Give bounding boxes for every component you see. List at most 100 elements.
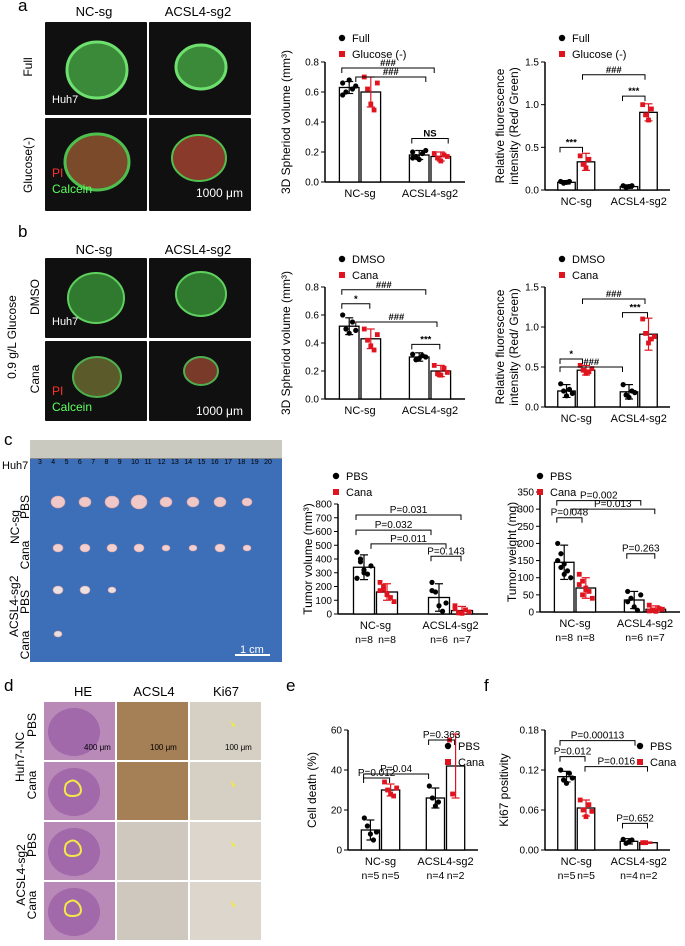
data-point [563, 780, 570, 786]
data-point [381, 584, 386, 589]
data-point [586, 369, 592, 375]
data-point [632, 390, 638, 396]
a-col-header-2: ACSL4-sg2 [164, 4, 232, 19]
data-point [577, 363, 583, 368]
data-point [367, 831, 373, 837]
data-point [555, 557, 561, 564]
tumor-specimen [241, 497, 253, 507]
significance-bracket [428, 739, 456, 745]
data-point [361, 326, 367, 332]
data-point [371, 347, 377, 353]
n-label: n=8 [355, 634, 373, 646]
a-micro-full-nc [45, 22, 147, 115]
panel-a-label: a [18, 0, 28, 15]
data-point [452, 603, 458, 609]
data-point [441, 152, 447, 158]
data-point [576, 582, 582, 587]
data-point [364, 823, 370, 829]
significance-label: P=0.031 [390, 505, 428, 516]
data-point [646, 117, 651, 123]
y-tick-label: 250 [517, 522, 534, 533]
data-point [580, 367, 586, 373]
data-point [365, 86, 370, 92]
n-label: n=5 [382, 870, 400, 882]
significance-bracket [559, 358, 583, 364]
data-point [436, 603, 442, 609]
data-point [452, 606, 458, 611]
b-micro-cana-nc [45, 341, 147, 421]
x-tick-label: NC-sg [559, 618, 590, 630]
y-tick-label: 400 [315, 555, 332, 566]
histology-tile [44, 822, 115, 880]
histology-tile [117, 762, 188, 820]
data-point [429, 795, 435, 801]
a-row-label-full: Full [21, 57, 35, 77]
data-point [391, 599, 397, 605]
chart-b-volume: 0.00.20.40.60.83D Spheriod volume (mm³)N… [279, 254, 465, 417]
data-point [555, 540, 561, 547]
significance-bracket [622, 95, 646, 102]
ruler-number: 11 [144, 459, 152, 466]
data-point [391, 793, 397, 799]
ruler-number: 16 [210, 459, 219, 466]
data-point [410, 149, 416, 155]
significance-bracket [556, 517, 583, 523]
ruler-number: 4 [51, 459, 56, 466]
tumor-specimen [106, 543, 118, 553]
x-tick-label: ACSL4-sg2 [422, 620, 478, 632]
data-point [625, 599, 631, 605]
data-point [586, 802, 592, 808]
y-axis-label: Tumor weight (mg) [505, 502, 519, 602]
ruler-number: 12 [157, 459, 166, 466]
data-point [566, 770, 573, 776]
significance-label: NS [423, 129, 436, 140]
tumor-specimen [79, 585, 91, 595]
d-scale-ki67: 100 μm [225, 743, 252, 752]
a-stain-calcein: Calcein [52, 182, 93, 196]
data-point [646, 608, 652, 614]
n-label: n=5 [558, 870, 576, 882]
data-point [649, 336, 654, 342]
significance-label: * [354, 294, 358, 305]
y-tick-label: 0.18 [520, 726, 540, 737]
significance-label: ### [606, 65, 623, 76]
data-point [370, 837, 377, 843]
x-tick-label: ACSL4-sg2 [402, 188, 458, 200]
significance-label: * [569, 349, 573, 360]
d-row-label-pbs-2: PBS [25, 833, 39, 858]
bar [408, 356, 430, 400]
y-tick-label: 600 [315, 527, 332, 538]
legend-label: DMSO [352, 254, 385, 266]
data-point [444, 154, 450, 159]
a-micro-glu-acsl4 [149, 118, 251, 211]
n-label: n=5 [577, 870, 595, 882]
significance-label: P=0.048 [551, 508, 589, 519]
b-row-label-cana: Cana [28, 364, 42, 394]
y-tick-label: 200 [315, 582, 332, 593]
data-point [432, 803, 438, 809]
data-point [577, 797, 583, 803]
data-point [568, 575, 574, 581]
significance-label: P=0.652 [616, 813, 654, 824]
data-point [450, 791, 455, 797]
data-point [438, 372, 444, 378]
legend-label: Glucose (-) [352, 49, 406, 61]
legend-marker [445, 759, 451, 765]
b-micro-dmso-nc [45, 258, 147, 338]
histology-tile [117, 882, 188, 940]
data-point [354, 549, 360, 555]
data-point [626, 394, 632, 400]
data-point [589, 595, 595, 601]
data-point [580, 592, 585, 598]
data-point [640, 316, 646, 322]
y-tick-label: 0 [336, 846, 342, 857]
legend-label: PBS [346, 471, 368, 483]
data-point [346, 330, 352, 336]
y-tick-label: 0.5 [525, 143, 539, 154]
data-point [650, 607, 655, 613]
b-micro-cana-acsl4 [149, 341, 251, 421]
legend-marker [339, 51, 345, 57]
x-tick-label: ACSL4-sg2 [611, 856, 667, 868]
b-cell-line: Huh7 [52, 316, 79, 328]
chart-a-volume: 0.00.20.40.60.83D Spheriod volume (mm³)N… [279, 33, 465, 200]
